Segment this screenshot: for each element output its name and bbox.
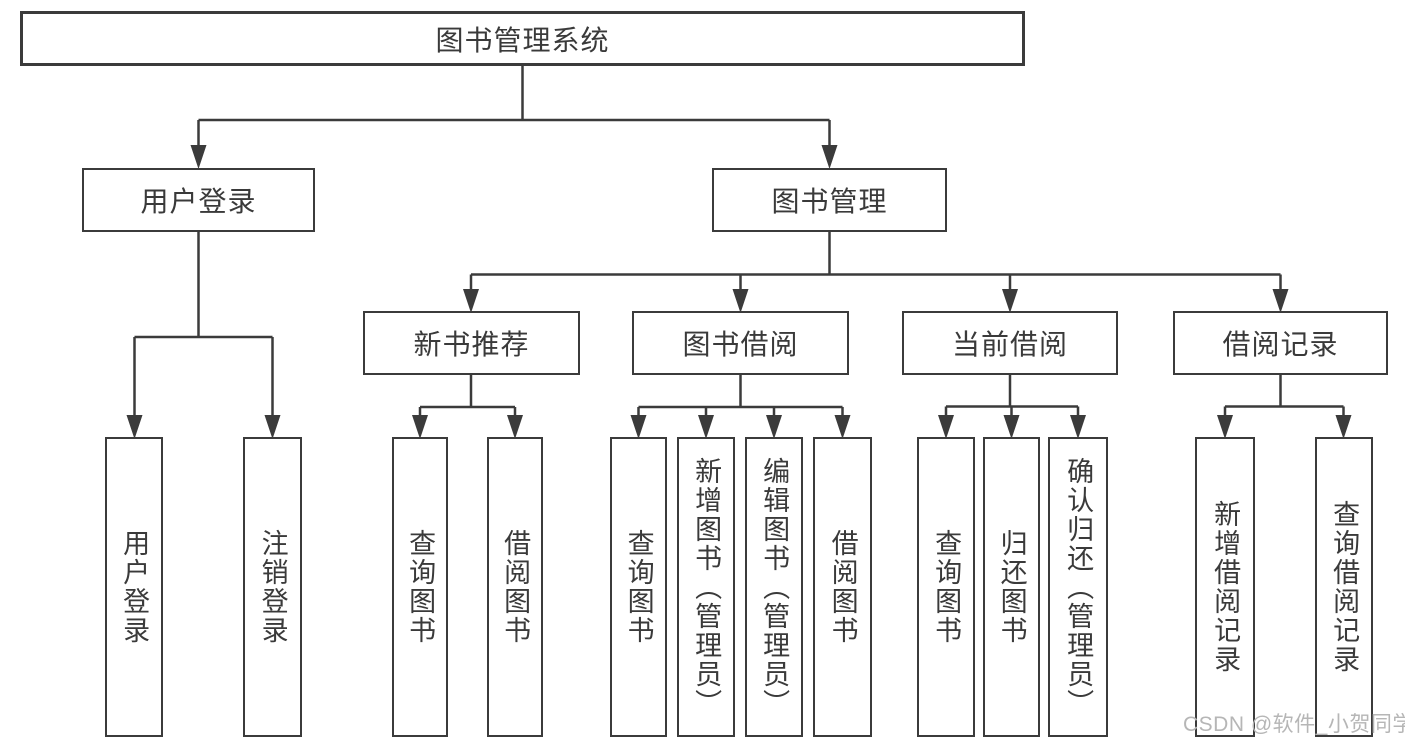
connector-login-children bbox=[126, 232, 281, 439]
leaf-borrowing-edit-books-admin: 编辑图书（管理员） bbox=[745, 437, 803, 737]
arrowhead bbox=[190, 145, 207, 169]
arrowhead bbox=[1003, 415, 1020, 439]
arrowhead bbox=[463, 289, 479, 313]
leaf-records-add-record: 新增借阅记录 bbox=[1195, 437, 1255, 737]
csdn-watermark: CSDN @软件_小贺同学 bbox=[1183, 713, 1405, 736]
node-user-login: 用户登录 bbox=[82, 168, 315, 232]
leaf-user-login: 用户登录 bbox=[105, 437, 163, 737]
arrowhead bbox=[1335, 415, 1352, 439]
arrowhead bbox=[834, 415, 851, 439]
arrowhead bbox=[507, 415, 523, 439]
arrowhead bbox=[412, 415, 428, 439]
node-borrowing-records: 借阅记录 bbox=[1173, 311, 1388, 375]
leaf-records-query-record: 查询借阅记录 bbox=[1315, 437, 1373, 737]
node-book-management: 图书管理 bbox=[712, 168, 947, 232]
connector-root-to-level2 bbox=[190, 66, 838, 169]
leaf-borrowing-add-books-admin: 新增图书（管理员） bbox=[677, 437, 735, 737]
leaf-borrowing-query-books: 查询图书 bbox=[610, 437, 667, 737]
arrowhead bbox=[126, 415, 143, 439]
arrowhead bbox=[821, 145, 838, 169]
arrowhead bbox=[938, 415, 954, 439]
connector-management-children bbox=[463, 232, 1289, 313]
arrowhead bbox=[1070, 415, 1086, 439]
leaf-current-return-books: 归还图书 bbox=[983, 437, 1040, 737]
node-current-borrowing: 当前借阅 bbox=[902, 311, 1118, 375]
leaf-newbooks-borrow-books: 借阅图书 bbox=[487, 437, 543, 737]
connector-records-children bbox=[1217, 375, 1352, 439]
leaf-current-confirm-return-admin: 确认归还（管理员） bbox=[1048, 437, 1108, 737]
arrowhead bbox=[1217, 415, 1233, 439]
node-book-borrowing: 图书借阅 bbox=[632, 311, 849, 375]
arrowhead bbox=[732, 289, 749, 313]
leaf-logout-login: 注销登录 bbox=[243, 437, 302, 737]
node-library-system: 图书管理系统 bbox=[20, 11, 1025, 66]
arrowhead bbox=[1272, 289, 1289, 313]
leaf-borrowing-borrow-books: 借阅图书 bbox=[813, 437, 872, 737]
arrowhead bbox=[264, 415, 281, 439]
connector-newbooks-children bbox=[412, 375, 523, 439]
node-new-book-recommendation: 新书推荐 bbox=[363, 311, 580, 375]
connector-current-children bbox=[938, 375, 1086, 439]
arrowhead bbox=[1002, 289, 1018, 313]
arrowhead bbox=[766, 415, 782, 439]
connector-borrowing-children bbox=[630, 375, 851, 439]
leaf-newbooks-query-books: 查询图书 bbox=[392, 437, 448, 737]
arrowhead bbox=[698, 415, 714, 439]
arrowhead bbox=[630, 415, 647, 439]
leaf-current-query-books: 查询图书 bbox=[917, 437, 975, 737]
